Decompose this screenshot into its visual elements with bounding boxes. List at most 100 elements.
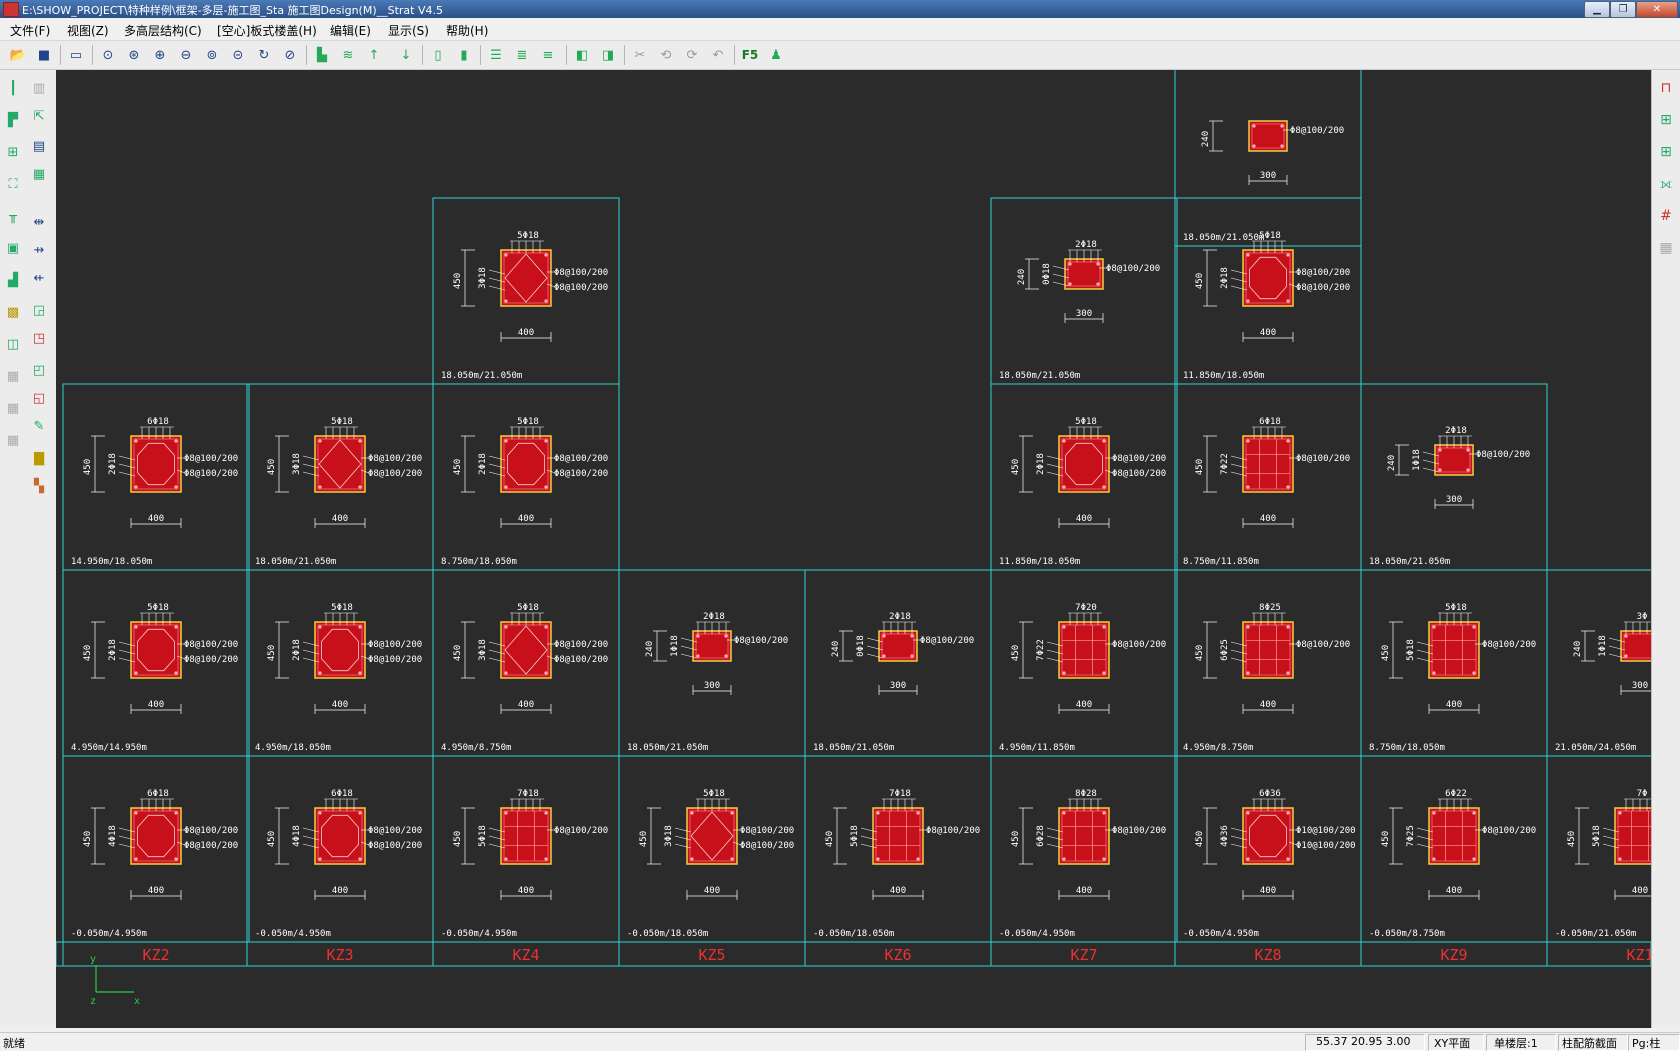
rotate-icon[interactable]: ↻ [258,47,270,63]
zoom-in-icon[interactable]: ⊕ [154,47,166,63]
stack-yellow-icon[interactable]: ▇ [34,450,44,466]
chart-icon[interactable]: ▟ [8,272,18,288]
pile-icon[interactable]: ╥ [9,208,17,224]
zoom-window-icon[interactable]: ⊙ [102,47,114,63]
layers-icon[interactable]: ≋ [342,47,354,63]
height-dimension: 450 [1011,459,1021,475]
menu-help[interactable]: 帮助(H) [446,24,489,38]
menu-slab[interactable]: [空心]板式楼盖(H) [217,24,317,38]
doc-icon[interactable]: ▣ [6,240,20,256]
pencil-icon[interactable]: ✎ [33,418,45,434]
leader-line [488,269,506,275]
left-tool-palette: ┃ ▥ ▛ ⇱ ⊞ ▤ ⛶ ▦ ╥ ⇹ ▣ ⇸ ▟ ⇷ ▩ ◲ ◫ ◳ ▦ ◰ … [0,70,57,1028]
column-edit-icon[interactable]: ▮ [460,47,468,63]
beam-section-icon[interactable]: ⊓ [1660,80,1672,96]
section-cell-frame [1174,70,1362,247]
stair-icon[interactable]: ◰ [32,362,46,378]
sheet-icon[interactable]: ▦ [32,166,46,182]
box3d-wire-icon[interactable]: ◨ [601,47,615,63]
stack3-icon[interactable]: ≡ [542,47,554,63]
menu-multistory[interactable]: 多高层结构(C) [124,24,202,38]
stair-red-icon[interactable]: ◱ [32,390,46,406]
table-icon[interactable]: ▤ [32,138,46,154]
rebar-dot [1246,671,1250,675]
top-rebar-label: 6Φ22 [1445,789,1467,799]
zoom-all-icon[interactable]: ⊚ [206,47,218,63]
wall-icon[interactable]: ▩ [6,304,20,320]
slab-icon[interactable]: ◫ [6,336,20,352]
stirrup-label: Φ8@100/200 [1296,454,1350,464]
frame-icon[interactable]: ⛶ [8,176,18,192]
width-dimension: 300 [890,681,906,691]
stirrup-label: Φ8@100/200 [1296,283,1350,293]
down-arrow-icon[interactable]: ↓ [400,47,412,63]
leader-line [1602,835,1620,841]
grid-gray3-icon[interactable]: ▦ [6,432,20,448]
dim2-tool-icon[interactable]: ⇸ [33,242,45,258]
beam-tool-icon[interactable]: ▛ [8,112,18,128]
leader-line [118,835,136,841]
stack-icon[interactable]: ☰ [490,47,502,63]
minimize-button[interactable]: ▁ [1584,1,1610,18]
stirrup-label: Φ8@100/200 [1112,640,1166,650]
stirrup-label: Φ8@100/200 [1290,126,1344,136]
menu-edit[interactable]: 编辑(E) [330,24,371,38]
rebar-dot [1432,671,1436,675]
grid-disabled-icon[interactable]: ▦ [1659,240,1673,256]
hatch-icon[interactable]: # [1660,208,1672,224]
menu-file[interactable]: 文件(F) [10,24,51,38]
stack2-icon[interactable]: ≣ [516,47,528,63]
maximize-button[interactable]: ❐ [1610,1,1636,18]
rebar-icon[interactable]: ▚ [34,478,44,494]
menu-display[interactable]: 显示(S) [388,24,429,38]
grid-gray-icon[interactable]: ▦ [6,368,20,384]
node-edit-icon[interactable]: ⟗ [1659,176,1673,192]
width-dimension: 400 [148,514,164,524]
view-icon[interactable]: ▭ [69,47,83,63]
dim3-tool-icon[interactable]: ⇷ [33,270,45,286]
trim-icon[interactable]: ✂ [634,47,646,63]
column-tool-icon[interactable]: ┃ [9,80,17,96]
rotate-x-icon[interactable]: ⟲ [660,47,672,63]
save-icon[interactable]: ■ [37,47,51,63]
zoom-extent-icon[interactable]: ⊛ [128,47,140,63]
height-dimension: 450 [267,831,277,847]
floor-icon[interactable]: ▙ [317,47,327,63]
leader-line [1602,827,1620,833]
rebar-dot [1624,654,1628,658]
leader-line [1608,637,1626,643]
column-icon[interactable]: ▯ [434,47,442,63]
zoom-prev-icon[interactable]: ⊝ [232,47,244,63]
leader-line [1608,653,1626,659]
refresh-button[interactable]: F5 [741,48,759,62]
export-icon[interactable]: ⇱ [33,108,45,124]
grid-gray2-icon[interactable]: ▦ [6,400,20,416]
rebar-dot [358,671,362,675]
edit-section-red-icon[interactable]: ◳ [32,330,46,346]
rotate-y-icon[interactable]: ⟳ [686,47,698,63]
top-rebar-label: 7Φ20 [1075,603,1097,613]
edit-section-icon[interactable]: ◲ [32,302,46,318]
dim-tool-icon[interactable]: ⇹ [33,214,45,230]
menu-view[interactable]: 视图(Z) [67,24,109,38]
grid-plan2-icon[interactable]: ⊞ [1660,144,1672,160]
side-rebar-label: 4Φ18 [108,825,118,847]
toolbar-separator [734,45,735,65]
zoom-out-icon[interactable]: ⊖ [180,47,192,63]
box3d-icon[interactable]: ◧ [575,47,589,63]
undo-icon[interactable]: ↶ [712,47,724,63]
person-icon[interactable]: ♟ [770,47,782,63]
bar-chart-icon[interactable]: ▥ [32,80,46,96]
leader-line [302,463,320,469]
open-icon[interactable]: 📂 [9,47,27,63]
close-button[interactable]: ✕ [1636,1,1678,18]
grid-plan-icon[interactable]: ⊞ [1660,112,1672,128]
width-dimension: 400 [1260,700,1276,710]
zoom-dynamic-icon[interactable]: ⊘ [284,47,296,63]
grid-tool-icon[interactable]: ⊞ [7,144,19,160]
up-arrow-icon[interactable]: ↑ [368,47,380,63]
leader-line [866,637,884,643]
tie-octagon [137,442,175,486]
